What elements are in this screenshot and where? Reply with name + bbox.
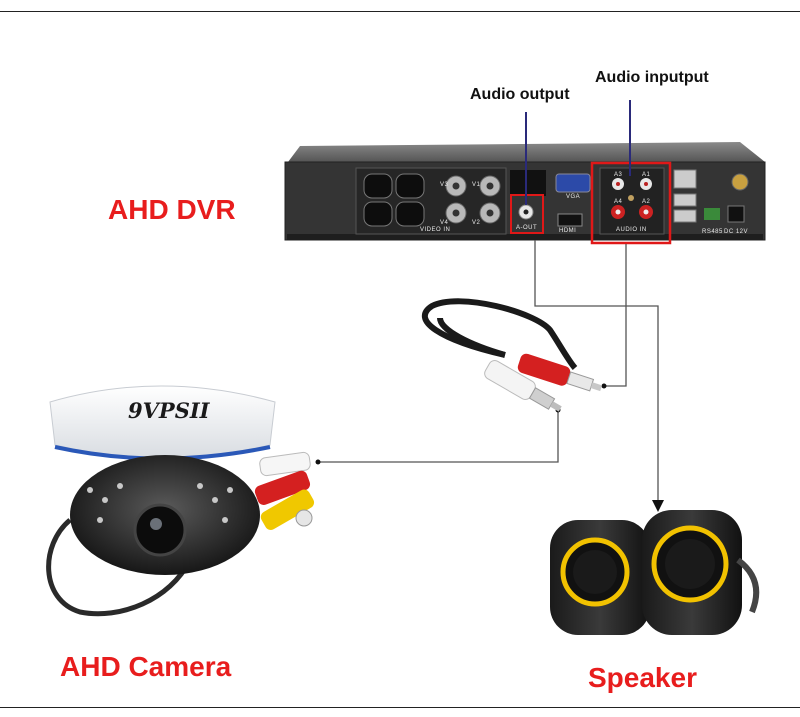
dome-camera: [46, 385, 315, 617]
a-out-label: A-OUT: [516, 225, 538, 231]
camera-brand-logo: 9VPSII: [128, 398, 210, 423]
audio-output-label: Audio output: [470, 86, 570, 103]
camera-title: AHD Camera: [60, 651, 232, 682]
audio-channel-a4: A4: [614, 199, 623, 205]
rca-cable: [421, 298, 603, 412]
speakers: [550, 510, 760, 635]
channel-label-v1: V1: [472, 182, 481, 188]
speaker-title: Speaker: [588, 662, 697, 693]
top-divider: [0, 11, 800, 12]
hdmi-label: HDMI: [559, 228, 577, 234]
channel-label-v2: V2: [472, 220, 481, 226]
rs485-label: RS485: [702, 229, 723, 235]
audio-input-label: Audio inputput: [595, 69, 709, 86]
audio-in-label: AUDIO IN: [616, 227, 647, 233]
channel-label-v4: V4: [440, 220, 449, 226]
video-in-label: VIDEO IN: [420, 227, 451, 233]
arrow-to-speaker: [652, 500, 664, 512]
connection-lines: [318, 240, 659, 505]
channel-label-v3: V3: [440, 182, 449, 188]
audio-channel-a2: A2: [642, 199, 651, 205]
dc12v-label: DC 12V: [724, 229, 749, 235]
bottom-divider: [0, 707, 800, 708]
dvr-title: AHD DVR: [108, 194, 236, 225]
audio-channel-a1: A1: [642, 172, 651, 178]
vga-label: VGA: [566, 194, 581, 200]
bnc-connector: [445, 175, 501, 224]
audio-channel-a3: A3: [614, 172, 623, 178]
